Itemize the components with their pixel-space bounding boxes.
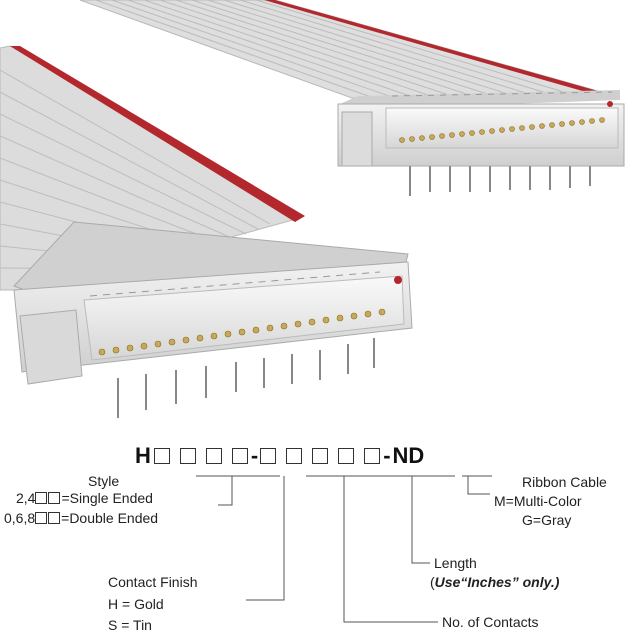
length-note: (Use“Inches” only.) [430,574,559,590]
length-note-use: Use [434,574,461,590]
contact-finish-gold: H = Gold [108,596,164,612]
style-double-text: =Double Ended [61,510,159,526]
part-number-prefix: H [135,443,151,468]
style-box-ref [35,492,48,504]
length-note-only: only.) [518,574,560,590]
part-number-separator-2: - [383,443,391,468]
contact-finish-tin: S = Tin [108,617,152,633]
style-box-ref [48,512,61,524]
upper-ribbon-cable [79,0,613,99]
contact-finish-title: Contact Finish [108,574,198,590]
cable-box [364,448,381,464]
part-number-suffix: ND [392,443,425,468]
length-title: Length [434,555,477,571]
upper-connector [337,90,625,196]
part-number-separator: - [250,443,259,468]
contacts-title: No. of Contacts [442,614,539,630]
style-double-prefix: 0,6,8 [4,510,36,526]
contacts-box-1 [260,448,277,464]
finish-box [231,448,248,464]
lower-connector [13,221,413,418]
length-box-2 [338,448,355,464]
style-single-ended: 2,4 =Single Ended [16,490,153,506]
length-note-open: ( [430,574,435,590]
style-box-2 [179,448,196,464]
style-title: Style [88,473,120,489]
length-box-1 [312,448,329,464]
style-box-ref [48,492,61,504]
style-box-3 [205,448,222,464]
part-number-template: H - - ND [135,442,427,470]
style-double-ended: 0,6,8 =Double Ended [4,510,158,526]
style-single-prefix: 2,4 [16,490,36,506]
leader-lines [196,475,492,623]
contacts-box-2 [286,448,303,464]
length-note-inches: “Inches” [460,574,519,590]
ribbon-cable-multicolor: M=Multi-Color [494,493,582,509]
ribbon-cable-title: Ribbon Cable [522,474,607,490]
style-box-ref [35,512,48,524]
style-box-1 [153,448,170,464]
ribbon-cable-gray: G=Gray [522,512,572,528]
style-single-text: =Single Ended [61,490,153,506]
